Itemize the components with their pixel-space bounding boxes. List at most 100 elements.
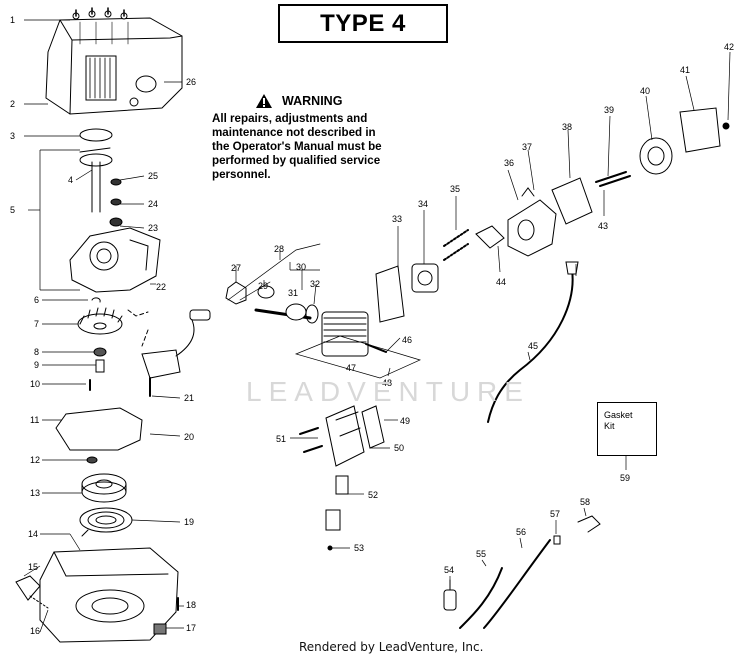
muffler-part xyxy=(325,405,385,467)
callout-43: 43 xyxy=(598,221,608,231)
callout-41: 41 xyxy=(680,65,690,75)
gasket-44-part xyxy=(475,225,505,249)
warning-title: WARNING xyxy=(282,94,343,108)
callout-15: 15 xyxy=(28,562,38,572)
callout-1: 1 xyxy=(10,15,15,25)
engine-cover-part xyxy=(45,7,183,115)
air-filter-element-part xyxy=(639,137,673,175)
plug-part xyxy=(327,545,333,551)
callout-12: 12 xyxy=(30,455,40,465)
carburetor-part xyxy=(507,187,557,257)
callout-24: 24 xyxy=(148,199,158,209)
callout-53: 53 xyxy=(354,543,364,553)
warning-heading: WARNING xyxy=(256,94,342,108)
callout-52: 52 xyxy=(368,490,378,500)
callout-38: 38 xyxy=(562,122,572,132)
intake-spacer-part xyxy=(411,263,439,293)
callout-8: 8 xyxy=(34,347,39,357)
warning-line: maintenance not described in xyxy=(212,126,376,139)
fuel-line-56-part xyxy=(483,539,551,629)
callout-50: 50 xyxy=(394,443,404,453)
fuel-pump-shaft-part xyxy=(79,147,113,213)
clamp-part xyxy=(577,515,601,533)
callout-19: 19 xyxy=(184,517,194,527)
callout-51: 51 xyxy=(276,434,286,444)
callout-labels: 1 2 3 4 5 6 7 8 9 10 11 12 13 14 15 16 1… xyxy=(10,15,734,636)
ignition-module-part xyxy=(141,309,211,397)
recoil-spring-part xyxy=(79,507,133,537)
starter-handle-part xyxy=(15,575,49,609)
spacer-part xyxy=(95,359,105,373)
callout-55: 55 xyxy=(476,549,486,559)
callout-18: 18 xyxy=(186,600,196,610)
callout-46: 46 xyxy=(402,335,412,345)
callout-54: 54 xyxy=(444,565,454,575)
fuel-filter-part xyxy=(443,579,457,611)
fitting-part xyxy=(553,535,561,545)
callout-36: 36 xyxy=(504,158,514,168)
callout-21: 21 xyxy=(184,393,194,403)
callout-26: 26 xyxy=(186,77,196,87)
callout-20: 20 xyxy=(184,432,194,442)
spark-arrestor-part xyxy=(325,475,349,531)
callout-3: 3 xyxy=(10,131,15,141)
callout-17: 17 xyxy=(186,623,196,633)
air-filter-plate-part xyxy=(551,177,593,225)
callout-25: 25 xyxy=(148,171,158,181)
o-ring-part xyxy=(79,128,113,142)
plate-gasket-part xyxy=(55,407,143,451)
intake-bolts-part xyxy=(443,229,469,261)
callout-9: 9 xyxy=(34,360,39,370)
callout-39: 39 xyxy=(604,105,614,115)
callout-48: 48 xyxy=(382,378,392,388)
type-title: TYPE 4 xyxy=(320,9,406,37)
callout-44: 44 xyxy=(496,277,506,287)
callout-37: 37 xyxy=(522,142,532,152)
callout-35: 35 xyxy=(450,184,460,194)
callout-42: 42 xyxy=(724,42,734,52)
callout-49: 49 xyxy=(400,416,410,426)
callout-14: 14 xyxy=(28,529,38,539)
warning-triangle-icon xyxy=(256,94,272,108)
callout-31: 31 xyxy=(288,288,298,298)
housing-grommet-part xyxy=(153,623,167,635)
starter-housing-part xyxy=(39,547,179,643)
callout-40: 40 xyxy=(640,86,650,96)
clip-part xyxy=(91,297,101,303)
cover-screw-part xyxy=(722,122,730,130)
callout-11: 11 xyxy=(30,415,39,425)
cylinder-part xyxy=(321,311,387,357)
fuel-line-55-part xyxy=(459,567,503,629)
small-washers-part xyxy=(109,178,123,227)
type-title-box: TYPE 4 xyxy=(278,4,448,43)
callout-32: 32 xyxy=(310,279,320,289)
warning-line: All repairs, adjustments and xyxy=(212,112,368,125)
gasket-27-part xyxy=(225,281,247,305)
warning-line: personnel. xyxy=(212,168,271,181)
footer-credit: Rendered by LeadVenture, Inc. xyxy=(299,640,484,654)
warning-body: All repairs, adjustments and maintenance… xyxy=(212,112,412,182)
callout-34: 34 xyxy=(418,199,428,209)
callout-45: 45 xyxy=(528,341,538,351)
callout-59: 59 xyxy=(620,473,630,483)
callout-30: 30 xyxy=(296,262,306,272)
callout-2: 2 xyxy=(10,99,15,109)
callout-47: 47 xyxy=(346,363,356,373)
callout-13: 13 xyxy=(30,488,40,498)
piston-part xyxy=(285,303,319,324)
mount-screws-part xyxy=(595,171,631,187)
callout-23: 23 xyxy=(148,223,158,233)
warning-line: the Operator's Manual must be xyxy=(212,140,382,153)
callout-29: 29 xyxy=(258,281,268,291)
nut-part xyxy=(93,347,107,357)
callout-22: 22 xyxy=(156,282,166,292)
starter-pulley-part xyxy=(81,473,127,503)
callout-56: 56 xyxy=(516,527,526,537)
gasket-kit-box: Gasket Kit xyxy=(597,402,657,456)
warning-line: performed by qualified service xyxy=(212,154,381,167)
crankcase-part xyxy=(69,227,161,293)
pulley-screw-part xyxy=(86,456,98,464)
gasket-kit-line: Kit xyxy=(604,421,615,431)
callout-57: 57 xyxy=(550,509,560,519)
